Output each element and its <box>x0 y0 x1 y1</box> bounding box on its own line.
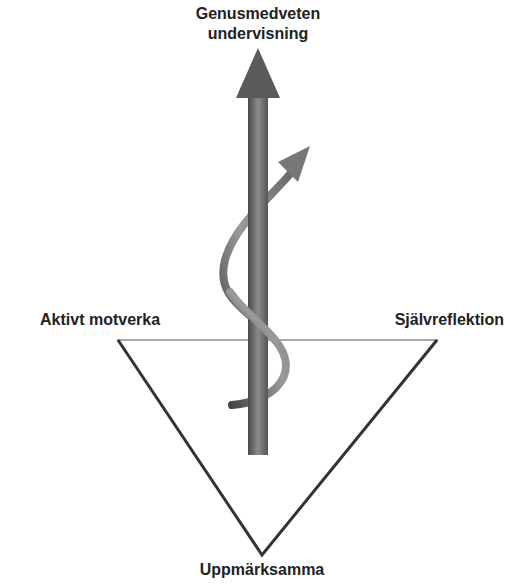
spiral-front <box>230 292 275 340</box>
corner-label: Uppmärksamma <box>200 560 325 580</box>
spiral-arrowhead <box>278 146 310 182</box>
arrow-head <box>236 48 280 98</box>
arrow-shaft <box>248 95 268 455</box>
corner-label: Aktivt motverka <box>40 310 160 330</box>
triangle-edge <box>118 340 437 555</box>
triangle <box>118 340 437 555</box>
corner-label: Självreflektion <box>395 310 504 330</box>
goal-label: Genusmedveten undervisning <box>173 4 343 44</box>
